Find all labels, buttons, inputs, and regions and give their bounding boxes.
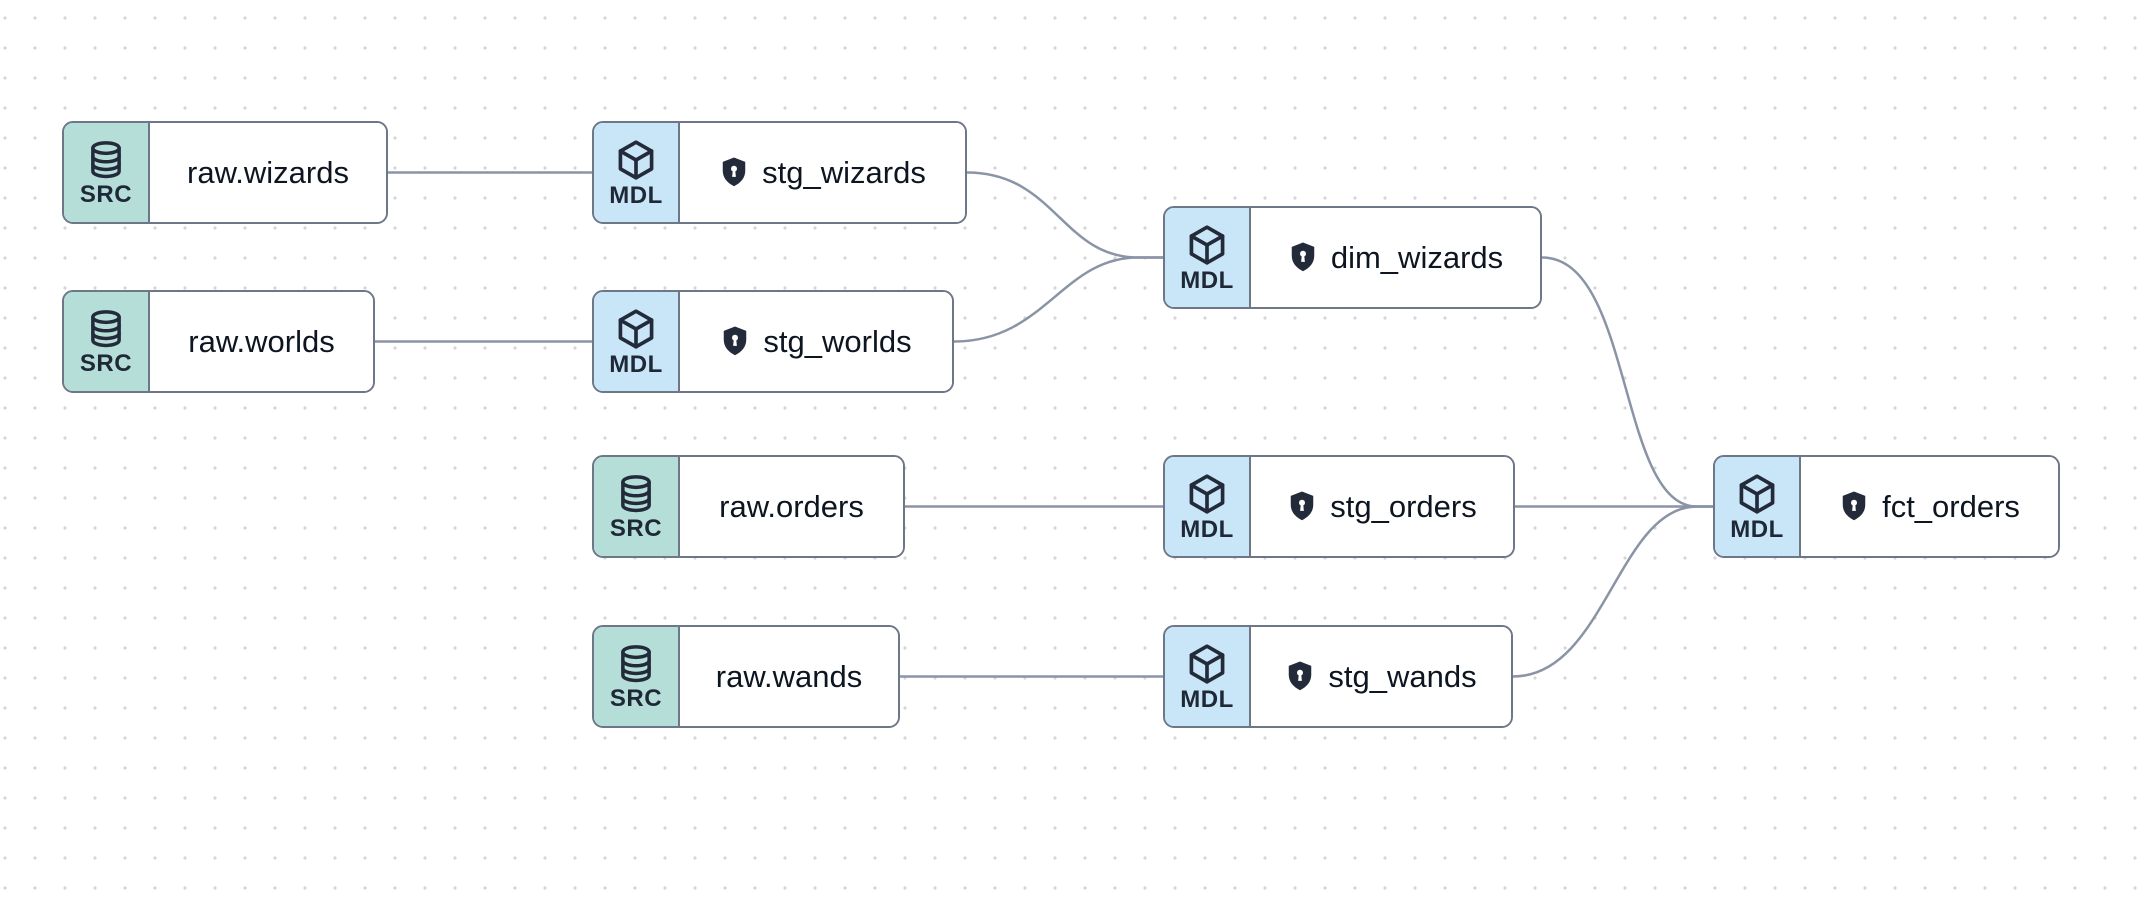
edge-stg_wizards-dim_wizards xyxy=(965,171,1165,259)
node-body: raw.worlds xyxy=(150,292,373,391)
node-label: stg_wands xyxy=(1328,659,1477,694)
node-label: stg_worlds xyxy=(763,324,912,359)
contract-shield-icon xyxy=(1285,660,1315,693)
node-type-badge: SRC xyxy=(594,457,680,556)
node-type-badge: MDL xyxy=(1165,627,1251,726)
database-icon xyxy=(91,309,121,347)
node-type-label: SRC xyxy=(609,684,663,712)
node-label: dim_wizards xyxy=(1330,240,1504,275)
node-body: stg_wizards xyxy=(680,123,965,222)
node-raw.worlds[interactable]: SRC raw.worlds xyxy=(62,290,375,393)
node-type-badge: SRC xyxy=(64,292,150,391)
node-body: dim_wizards xyxy=(1251,208,1540,307)
contract-shield-icon xyxy=(719,156,749,189)
contract-shield-icon xyxy=(1287,490,1317,523)
node-label: raw.wands xyxy=(715,659,863,694)
cube-icon xyxy=(618,139,654,180)
node-raw.orders[interactable]: SRC raw.orders xyxy=(592,455,905,558)
node-stg_wands[interactable]: MDL stg_wands xyxy=(1163,625,1513,728)
node-stg_worlds[interactable]: MDL stg_worlds xyxy=(592,290,954,393)
node-type-badge: MDL xyxy=(1165,208,1251,307)
node-body: raw.wands xyxy=(680,627,898,726)
node-fct_orders[interactable]: MDL fct_orders xyxy=(1713,455,2060,558)
node-raw.wizards[interactable]: SRC raw.wizards xyxy=(62,121,388,224)
node-label: raw.wizards xyxy=(187,155,349,190)
node-type-label: MDL xyxy=(609,181,663,209)
node-type-label: MDL xyxy=(1180,266,1234,294)
cube-icon xyxy=(1189,224,1225,265)
node-body: raw.wizards xyxy=(150,123,386,222)
database-icon xyxy=(621,644,651,682)
node-type-badge: MDL xyxy=(1165,457,1251,556)
node-type-badge: MDL xyxy=(594,123,680,222)
node-type-badge: MDL xyxy=(1715,457,1801,556)
node-label: fct_orders xyxy=(1882,489,2020,524)
database-icon xyxy=(621,474,651,512)
node-raw.wands[interactable]: SRC raw.wands xyxy=(592,625,900,728)
node-body: raw.orders xyxy=(680,457,903,556)
node-type-label: MDL xyxy=(1180,685,1234,713)
node-type-label: SRC xyxy=(609,514,663,542)
node-stg_orders[interactable]: MDL stg_orders xyxy=(1163,455,1515,558)
contract-shield-icon xyxy=(1288,241,1318,274)
node-type-label: MDL xyxy=(1730,515,1784,543)
node-type-label: MDL xyxy=(609,350,663,378)
node-body: fct_orders xyxy=(1801,457,2058,556)
node-type-label: SRC xyxy=(79,349,133,377)
cube-icon xyxy=(1739,473,1775,514)
node-label: stg_orders xyxy=(1330,489,1477,524)
node-label: raw.worlds xyxy=(188,324,335,359)
cube-icon xyxy=(1189,643,1225,684)
edge-dim_wizards-fct_orders xyxy=(1540,256,1715,508)
node-body: stg_worlds xyxy=(680,292,952,391)
contract-shield-icon xyxy=(1839,490,1869,523)
node-body: stg_wands xyxy=(1251,627,1511,726)
node-body: stg_orders xyxy=(1251,457,1513,556)
node-type-label: MDL xyxy=(1180,515,1234,543)
node-label: raw.orders xyxy=(719,489,864,524)
node-dim_wizards[interactable]: MDL dim_wizards xyxy=(1163,206,1542,309)
node-type-badge: MDL xyxy=(594,292,680,391)
node-stg_wizards[interactable]: MDL stg_wizards xyxy=(592,121,967,224)
edge-stg_wands-fct_orders xyxy=(1511,505,1715,678)
node-label: stg_wizards xyxy=(762,155,926,190)
node-type-badge: SRC xyxy=(64,123,150,222)
edge-stg_worlds-dim_wizards xyxy=(952,256,1165,343)
database-icon xyxy=(91,140,121,178)
cube-icon xyxy=(618,308,654,349)
node-type-label: SRC xyxy=(79,180,133,208)
contract-shield-icon xyxy=(720,325,750,358)
cube-icon xyxy=(1189,473,1225,514)
node-type-badge: SRC xyxy=(594,627,680,726)
